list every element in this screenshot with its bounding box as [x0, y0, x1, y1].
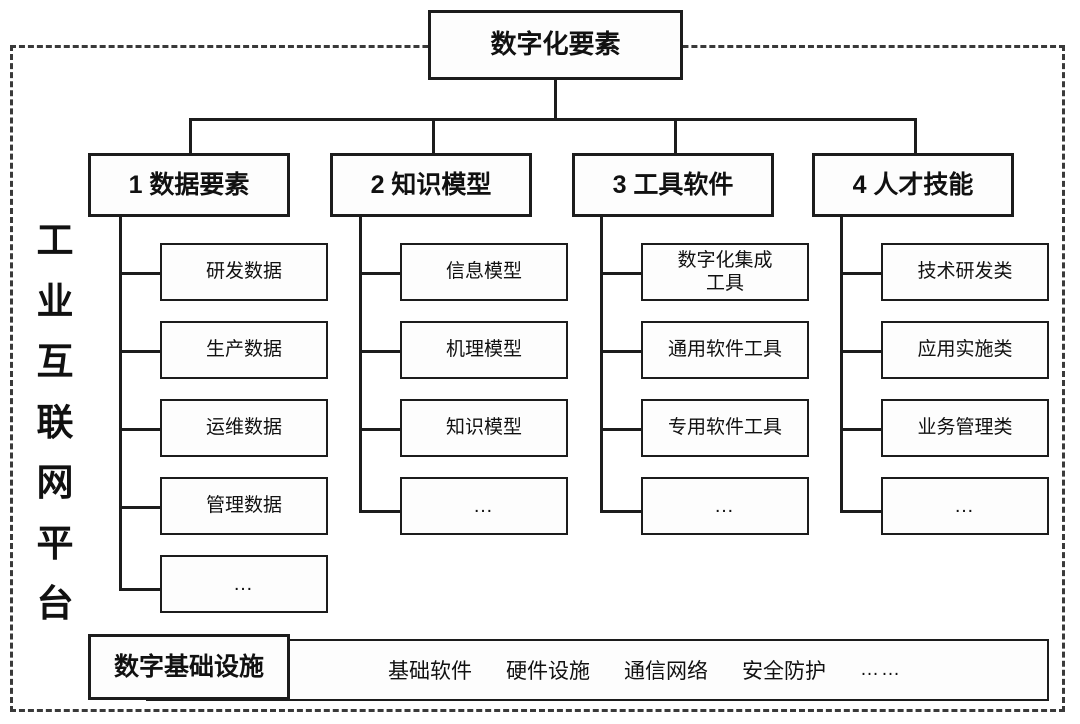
connector-bus	[189, 118, 916, 121]
infrastructure-item-list: 基础软件 硬件设施 通信网络 安全防护 ……	[388, 655, 902, 685]
platform-label-char-5: 平	[36, 522, 74, 564]
connector-spine-3	[600, 217, 603, 513]
connector-drop-3	[674, 118, 677, 153]
category-node-4[interactable]: 4 人才技能	[812, 153, 1014, 217]
infrastructure-item-2[interactable]: 硬件设施	[506, 660, 590, 683]
leaf-node-2-4[interactable]: …	[400, 477, 568, 535]
infrastructure-item-3[interactable]: 通信网络	[624, 660, 708, 683]
connector-root-trunk	[554, 80, 557, 119]
leaf-node-4-4[interactable]: …	[881, 477, 1049, 535]
connector-branch-3-3	[600, 428, 642, 431]
leaf-node-3-3[interactable]: 专用软件工具	[641, 399, 809, 457]
platform-label-char-2: 互	[36, 341, 74, 382]
category-node-1[interactable]: 1 数据要素	[88, 153, 290, 217]
connector-branch-1-4	[119, 506, 161, 509]
connector-branch-2-4	[359, 510, 401, 513]
connector-branch-4-2	[840, 350, 882, 353]
connector-branch-1-2	[119, 350, 161, 353]
connector-branch-1-3	[119, 428, 161, 431]
connector-branch-3-4	[600, 510, 642, 513]
platform-label-char-6: 台	[36, 583, 74, 624]
platform-label-char-1: 业	[36, 280, 74, 322]
category-node-2[interactable]: 2 知识模型	[330, 153, 532, 217]
connector-branch-2-3	[359, 428, 401, 431]
leaf-node-2-2[interactable]: 机理模型	[400, 321, 568, 379]
connector-drop-4	[914, 118, 917, 153]
connector-branch-2-1	[359, 272, 401, 275]
platform-vertical-label: 工 业 互 联 网 平 台	[28, 222, 82, 622]
connector-spine-1	[119, 217, 122, 591]
leaf-node-4-3[interactable]: 业务管理类	[881, 399, 1049, 457]
connector-branch-4-3	[840, 428, 882, 431]
leaf-node-1-2[interactable]: 生产数据	[160, 321, 328, 379]
connector-branch-3-2	[600, 350, 642, 353]
platform-label-char-3: 联	[36, 401, 74, 443]
connector-drop-2	[432, 118, 435, 153]
connector-branch-4-1	[840, 272, 882, 275]
infrastructure-bar: 基础软件 硬件设施 通信网络 安全防护 ……	[146, 639, 1049, 701]
leaf-node-1-4[interactable]: 管理数据	[160, 477, 328, 535]
platform-label-char-4: 网	[36, 462, 74, 503]
leaf-node-3-4[interactable]: …	[641, 477, 809, 535]
root-node: 数字化要素	[428, 10, 683, 80]
platform-label-char-0: 工	[36, 220, 74, 261]
infrastructure-item-1[interactable]: 基础软件	[388, 660, 472, 683]
connector-spine-2	[359, 217, 362, 513]
connector-branch-4-4	[840, 510, 882, 513]
connector-branch-3-1	[600, 272, 642, 275]
connector-branch-1-5	[119, 588, 161, 591]
leaf-node-2-1[interactable]: 信息模型	[400, 243, 568, 301]
connector-spine-4	[840, 217, 843, 513]
infrastructure-item-ellipsis: ……	[860, 659, 902, 680]
infrastructure-item-4[interactable]: 安全防护	[742, 660, 826, 683]
connector-drop-1	[189, 118, 192, 153]
leaf-node-3-2[interactable]: 通用软件工具	[641, 321, 809, 379]
leaf-node-4-1[interactable]: 技术研发类	[881, 243, 1049, 301]
connector-branch-1-1	[119, 272, 161, 275]
connector-branch-2-2	[359, 350, 401, 353]
category-node-3[interactable]: 3 工具软件	[572, 153, 774, 217]
leaf-node-2-3[interactable]: 知识模型	[400, 399, 568, 457]
leaf-node-4-2[interactable]: 应用实施类	[881, 321, 1049, 379]
leaf-node-1-5[interactable]: …	[160, 555, 328, 613]
leaf-node-1-1[interactable]: 研发数据	[160, 243, 328, 301]
infrastructure-label[interactable]: 数字基础设施	[88, 634, 290, 700]
leaf-node-1-3[interactable]: 运维数据	[160, 399, 328, 457]
leaf-node-3-1[interactable]: 数字化集成 工具	[641, 243, 809, 301]
